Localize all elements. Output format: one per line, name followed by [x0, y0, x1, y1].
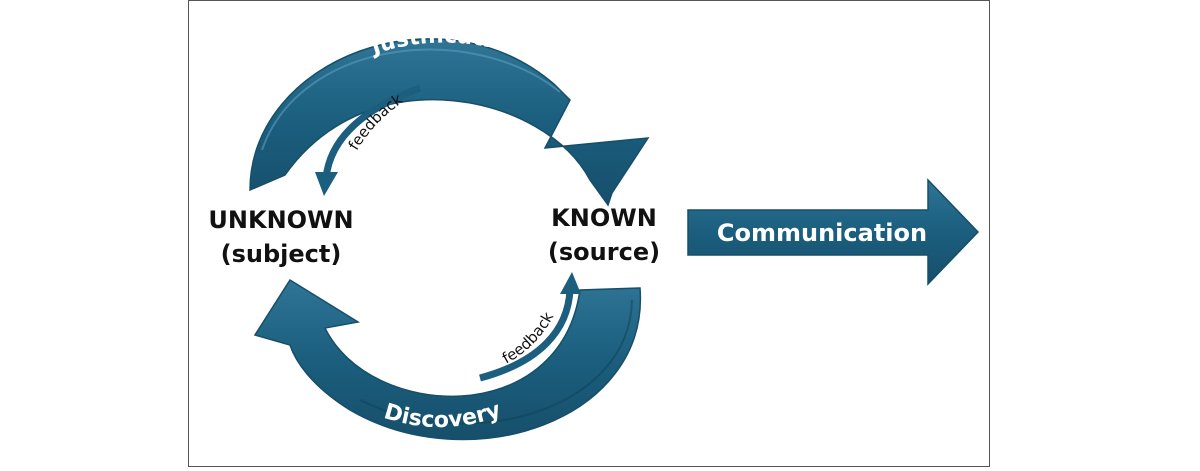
communication-label: Communication — [717, 219, 927, 247]
feedback-top-arrow — [315, 84, 422, 196]
known-subtitle: (source) — [548, 238, 660, 266]
discovery-arrow — [253, 278, 641, 441]
unknown-title: UNKNOWN — [208, 206, 353, 234]
known-title: KNOWN — [551, 204, 657, 232]
justification-arrow — [249, 38, 650, 207]
communication-arrow — [687, 178, 980, 286]
unknown-subtitle: (subject) — [221, 240, 342, 268]
feedback-bottom-arrow — [479, 272, 581, 382]
